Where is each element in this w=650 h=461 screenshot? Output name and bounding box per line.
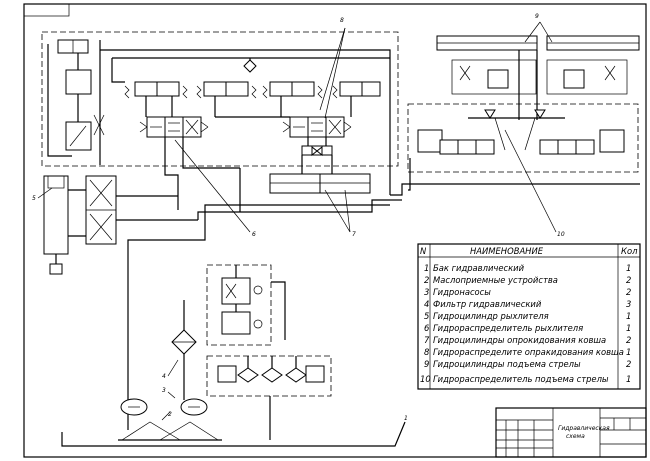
svg-text:8: 8: [424, 347, 429, 357]
svg-text:2: 2: [626, 335, 631, 345]
svg-text:Гидронасосы: Гидронасосы: [433, 287, 491, 297]
callout-numbers: 8 9 6 7 10 5 4 3 2 1: [32, 13, 565, 422]
dashed-block-pumps: [206, 355, 332, 397]
ripper-cylinder-5: [43, 175, 198, 275]
table-header-n: N: [420, 246, 427, 256]
svg-text:1: 1: [424, 263, 429, 273]
title-text-line2: схема: [566, 433, 585, 440]
svg-text:Бак гидравлический: Бак гидравлический: [433, 263, 525, 273]
svg-text:4: 4: [424, 299, 429, 309]
table-header-name: НАИМЕНОВАНИЕ: [470, 246, 544, 256]
svg-text:9: 9: [424, 359, 429, 369]
dashed-block-right: [407, 103, 639, 173]
svg-text:2: 2: [626, 359, 631, 369]
table-row: 6 Гидрораспределитель рыхлителя 1: [424, 323, 631, 333]
title-text-line1: Гидравлическая: [558, 425, 610, 432]
svg-text:2: 2: [424, 275, 429, 285]
title-block: Гидравлическая схема: [495, 407, 647, 458]
bucket-cylinders-7: [269, 145, 371, 194]
svg-text:7: 7: [424, 335, 430, 345]
distributor-8: [196, 81, 381, 138]
svg-text:2: 2: [626, 275, 631, 285]
svg-text:5: 5: [424, 311, 429, 321]
pressure-line-top: [100, 49, 391, 195]
svg-text:1: 1: [626, 374, 631, 384]
check-valve-top: [243, 59, 257, 73]
table-row: 9 Гидроцилиндры подъема стрелы 2: [424, 359, 631, 369]
table-row: 7 Гидроцилиндры опрокидования ковша 2: [424, 335, 631, 345]
svg-text:Гидрораспределитель рыхлителя: Гидрораспределитель рыхлителя: [433, 323, 583, 333]
table-row: 3 Гидронасосы 2: [424, 287, 631, 297]
svg-text:Гидроцилиндр рыхлителя: Гидроцилиндр рыхлителя: [433, 311, 549, 321]
svg-text:Маслоприемные устройства: Маслоприемные устройства: [433, 275, 558, 285]
table-row: 5 Гидроцилиндр рыхлителя 1: [424, 311, 631, 321]
svg-text:10: 10: [420, 374, 431, 384]
drawing-tab-top: [23, 3, 70, 17]
filter-and-tank: [118, 300, 222, 441]
table-row: 8 Гидрораспределите опракидования ковша …: [424, 347, 631, 357]
callout-3: 3: [162, 387, 166, 394]
table-row: 10 Гидрораспределитель подъема стрелы 1: [420, 374, 631, 384]
callout-4: 4: [162, 373, 166, 380]
callout-6: 6: [252, 231, 256, 238]
main-return-line: [197, 199, 390, 220]
bottom-drain-line: [61, 421, 406, 447]
svg-text:3: 3: [626, 299, 631, 309]
dashed-block-left-top: [41, 31, 399, 167]
callout-1: 1: [404, 415, 408, 422]
boom-distributor-10: [408, 109, 625, 191]
pressure-line-2: [111, 58, 125, 83]
svg-text:Гидрораспределитель подъема ст: Гидрораспределитель подъема стрелы: [433, 374, 609, 384]
callout-2: 2: [168, 411, 172, 418]
left-valve-column: [47, 39, 105, 165]
svg-text:Гидрораспределите опракидовани: Гидрораспределите опракидования ковша: [433, 347, 624, 357]
leader-lines: [37, 21, 557, 421]
callout-5: 5: [32, 195, 36, 202]
table-header-qty: Кол: [621, 246, 638, 256]
svg-text:2: 2: [626, 287, 631, 297]
line-6-down: [164, 137, 179, 210]
callout-7: 7: [352, 231, 356, 238]
svg-text:Гидроцилиндры опрокидования ко: Гидроцилиндры опрокидования ковша: [433, 335, 606, 345]
filter-valves-4: [221, 265, 263, 335]
svg-text:3: 3: [424, 287, 429, 297]
svg-text:1: 1: [626, 347, 631, 357]
callout-10: 10: [557, 231, 565, 238]
components-table: N НАИМЕНОВАНИЕ Кол 1 Бак гидравлический …: [417, 243, 641, 390]
svg-text:Фильтр гидравлический: Фильтр гидравлический: [433, 299, 542, 309]
svg-text:Гидроцилиндры подъема стрелы: Гидроцилиндры подъема стрелы: [433, 359, 581, 369]
dashed-block-filter: [206, 264, 272, 346]
boom-cylinders-9: [436, 35, 640, 120]
svg-text:1: 1: [626, 263, 631, 273]
table-row: 4 Фильтр гидравлический 3: [424, 299, 631, 309]
supply-line-right: [390, 183, 640, 196]
table-row: 1 Бак гидравлический 1: [424, 263, 631, 273]
table-row: 2 Маслоприемные устройства 2: [424, 275, 631, 285]
pumps-3: [217, 356, 325, 440]
callout-9: 9: [535, 13, 539, 20]
svg-text:1: 1: [626, 311, 631, 321]
drawing-frame: [23, 3, 647, 458]
distributor-6: [124, 81, 209, 138]
svg-text:6: 6: [424, 323, 429, 333]
callout-8: 8: [340, 17, 344, 24]
svg-text:1: 1: [626, 323, 631, 333]
